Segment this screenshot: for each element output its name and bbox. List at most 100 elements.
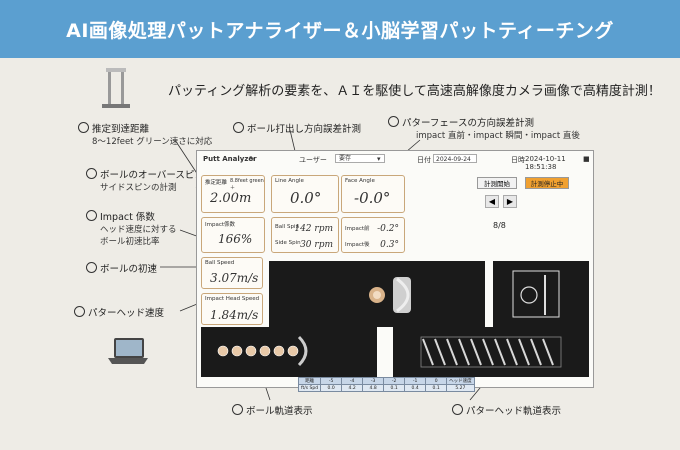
distance-value: 2.00m [210,191,252,206]
magnifier-icon [232,404,243,415]
shot-counter: 8/8 [493,221,506,230]
impact-post-value: 0.3° [380,240,399,250]
magnifier-icon [86,210,97,221]
callout-title: パターフェースの方向誤差計測 [402,118,534,129]
callout-sub: impact 直前・impact 瞬間・impact 直後 [416,131,580,141]
head-track-view [393,327,589,377]
distance-label: 推定距離 [205,180,228,186]
table-cell: 5.27 [446,384,475,392]
face-angle-value: -0.0° [354,189,391,207]
side-spin-value: 30 rpm [300,240,333,250]
side-spin-label: Side Spin [275,240,301,246]
ball-spin-value: 142 rpm [294,224,333,234]
ball-spin-label: Ball Spin [275,224,299,230]
date-select[interactable]: 2024-09-24 [433,154,477,163]
callout-title: パターヘッド軌道表示 [466,406,562,417]
edit-icon[interactable]: ✎ [249,155,255,163]
impact-frame-image [369,277,411,313]
table-header-cell: -3 [362,377,385,385]
user-label: ユーザー [299,156,327,164]
line-angle-card: Line Angle 0.0° [271,175,339,213]
callout-ball-speed: ボールの初速 [86,262,157,276]
table-cell: 4.8 [362,384,385,392]
table-cell: 0.1 [425,384,448,392]
date-label: 日付 [417,156,431,164]
callout-title: ボール軌道表示 [246,406,313,417]
table-row: ft/s Spd 0.0 4.2 4.8 0.1 0.4 0.1 5.27 [297,384,475,392]
chevron-down-icon[interactable]: ▾ [377,155,381,163]
face-angle-card: Face Angle -0.0° [341,175,405,213]
spin-card: Ball Spin 142 rpm Side Spin 30 rpm [271,217,339,253]
table-cell: 0.1 [383,384,406,392]
user-select[interactable] [335,154,385,163]
callout-title: ボールのオーバースピン [100,170,204,181]
magnifier-icon [233,122,244,133]
callout-title: パターヘッド速度 [88,308,165,319]
callout-title: Impact 係数 [100,212,155,223]
stop-measure-button[interactable]: 計測停止中 [525,177,569,189]
callout-title: ボール打出し方向誤差計測 [247,124,362,135]
table-header-cell: -1 [404,377,427,385]
callout-title: ボールの初速 [100,264,158,275]
impact-pre-row: Impact前 -0.2° [345,224,401,240]
now-label: 日時 [511,156,525,164]
putt-analyzer-window: Putt Analyzer ✎ ユーザー 要存 ▾ 日付 2024-09-24 … [196,150,594,388]
now-value: 2024-10-11 18:51:38 [525,155,566,171]
distance-tag: 8.8feet green＋ [230,178,264,191]
impact-camera-view [269,261,485,327]
table-header-cell: -2 [383,377,406,385]
ball-spin-row: Ball Spin 142 rpm [275,224,335,240]
face-angle-label: Face Angle [345,178,375,184]
magnifier-icon [452,404,463,415]
head-speed-card: Impact Head Speed 1.84m/s [201,293,263,325]
table-cell: 0.4 [404,384,427,392]
table-header-cell: -5 [320,377,343,385]
magnifier-icon [74,306,85,317]
table-cell: 0.0 [320,384,343,392]
table-header-cell: -4 [341,377,364,385]
close-icon[interactable]: ■ [583,155,590,163]
banner-title: AI画像処理パットアナライザー＆小脳学習パットティーチング [66,19,614,42]
head-speed-label: Impact Head Speed [205,296,260,302]
callout-face: パターフェースの方向誤差計測 impact 直前・impact 瞬間・impac… [388,116,580,142]
table-header-row: 距離 -5 -4 -3 -2 -1 0 ヘッド速度 [297,377,475,385]
impact-face-card: Impact前 -0.2° Impact後 0.3° [341,217,405,253]
putting-stand-icon [102,68,130,108]
measurement-table: 距離 -5 -4 -3 -2 -1 0 ヘッド速度 ft/s Spd 0.0 4… [297,377,475,392]
app-title: Putt Analyzer [203,155,257,163]
callout-distance: 推定到達距離 8～12feet グリーン速さに対応 [78,122,212,148]
table-header-cell: 距離 [297,377,322,385]
impact-pre-label: Impact前 [345,226,370,232]
callout-sub: 8～12feet グリーン速さに対応 [92,137,213,147]
ball-track-view [201,327,377,377]
impact-post-label: Impact後 [345,242,370,248]
impact-pre-value: -0.2° [377,224,399,234]
callout-ball-track: ボール軌道表示 [232,404,313,418]
headline: パッティング解析の要素を、ＡＩを駆使して高速高解像度カメラ画像で高精度計測！ [168,84,661,99]
prev-button[interactable]: ◀ [485,195,499,208]
distance-card: 推定距離 8.8feet green＋ 2.00m [201,175,265,213]
next-button[interactable]: ▶ [503,195,517,208]
callout-direction: ボール打出し方向誤差計測 [233,122,361,136]
magnifier-icon [388,116,399,127]
magnifier-icon [78,122,89,133]
banner: AI画像処理パットアナライザー＆小脳学習パットティーチング [0,0,680,58]
magnifier-icon [86,168,97,179]
callout-title: 推定到達距離 [92,124,150,135]
app-topbar: Putt Analyzer ✎ ユーザー 要存 ▾ 日付 2024-09-24 … [197,151,593,171]
head-track-image [420,336,562,368]
table-cell: 4.2 [341,384,364,392]
ball-speed-label: Ball Speed [205,260,235,266]
callout-head-track: パターヘッド軌道表示 [452,404,561,418]
face-frame-image [512,270,560,318]
table-cell: ft/s Spd [297,384,322,392]
impact-coef-card: Impact係数 166% [201,217,265,253]
ball-speed-card: Ball Speed 3.07m/s [201,257,263,289]
impact-coef-value: 166% [218,232,253,246]
ball-track-image [217,335,308,367]
face-camera-view [493,261,589,327]
impact-post-row: Impact後 0.3° [345,240,401,256]
start-measure-button[interactable]: 計測開始 [477,177,517,189]
callout-spin: ボールのオーバースピン サイドスピンの計測 [86,168,204,194]
callout-sub: サイドスピンの計測 [100,183,177,193]
